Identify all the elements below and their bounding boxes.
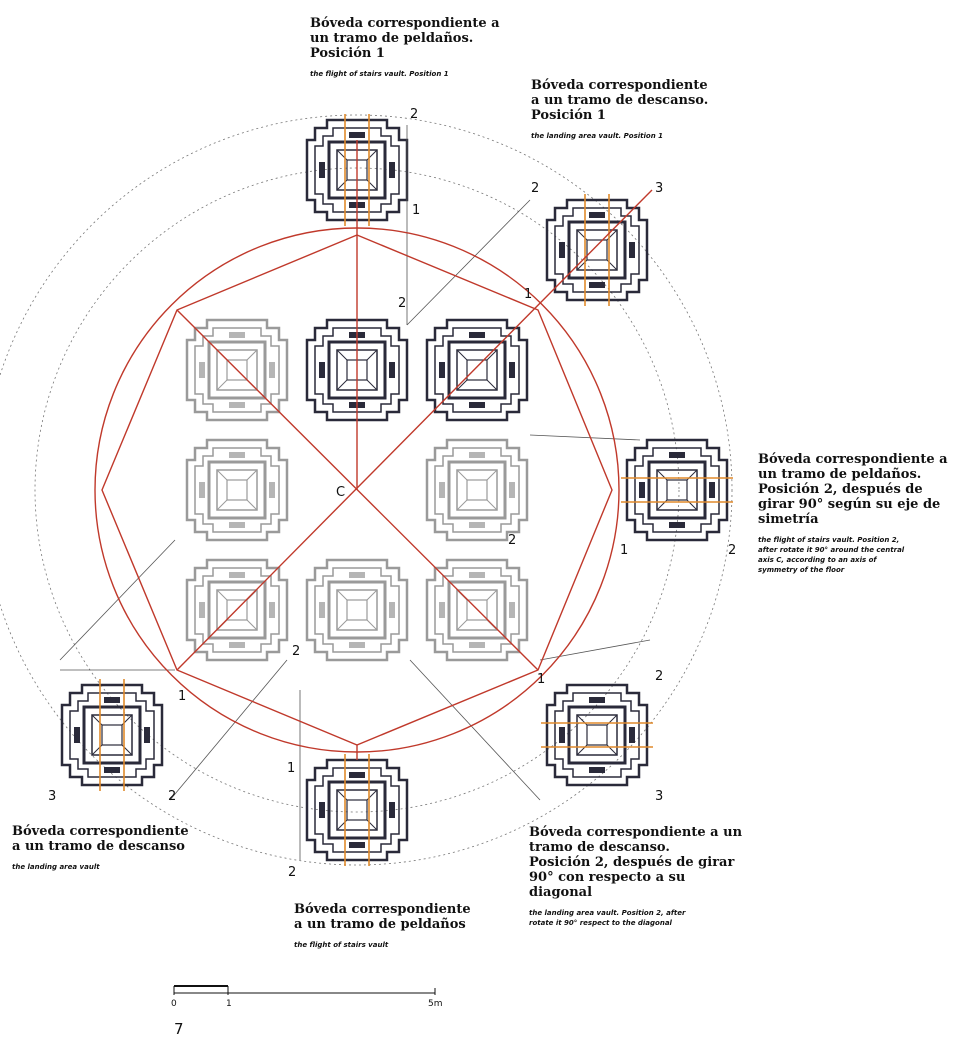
marker-three: 3	[48, 789, 56, 804]
label-bottom-right-line4: 90° con respecto a su	[529, 870, 686, 885]
label-top-right-line1: Bóveda correspondiente	[531, 78, 708, 93]
scale-bar	[173, 985, 436, 995]
label-top-line2: un tramo de peldaños.	[310, 31, 474, 46]
marker-two: 2	[292, 644, 300, 659]
label-bottom-right-en: the landing area vault. Position 2, afte…	[529, 908, 742, 928]
vault-bottom-right	[540, 683, 654, 787]
label-bottom-line2: a un tramo de peldaños	[294, 917, 466, 932]
label-top-line3: Posición 1	[310, 46, 385, 61]
label-left-en: the landing area vault	[12, 863, 100, 871]
marker-one: 1	[287, 761, 295, 776]
marker-two: 2	[410, 107, 418, 122]
label-bottom: Bóveda correspondiente a un tramo de pel…	[294, 902, 471, 950]
connector-lines	[59, 125, 651, 860]
construction-geometry	[94, 140, 653, 760]
marker-one: 1	[412, 203, 420, 218]
label-bottom-right-line3: Posición 2, después de girar	[529, 855, 735, 870]
label-right-en: the flight of stairs vault. Position 2, …	[758, 535, 958, 575]
marker-two: 2	[728, 543, 736, 558]
vault-right	[620, 438, 734, 542]
scale-zero: 0	[171, 999, 177, 1009]
label-bottom-right: Bóveda correspondiente a un tramo de des…	[529, 825, 742, 928]
label-right-line4: girar 90° según su eje de	[758, 497, 941, 512]
marker-two: 2	[398, 296, 406, 311]
marker-two: 2	[288, 865, 296, 880]
center-marker-c: C	[336, 485, 345, 500]
label-right-en-line3: axis C, according to an axis of	[758, 556, 877, 564]
label-right-line2: un tramo de peldaños.	[758, 467, 922, 482]
label-left: Bóveda correspondiente a un tramo de des…	[12, 824, 189, 872]
label-right-en-line1: the flight of stairs vault. Position 2,	[758, 536, 900, 544]
label-top: Bóveda correspondiente a un tramo de pel…	[310, 16, 500, 79]
marker-one: 1	[524, 287, 532, 302]
label-left-line1: Bóveda correspondiente	[12, 824, 189, 839]
label-right-line5: simetría	[758, 512, 819, 527]
marker-three: 3	[655, 181, 663, 196]
label-right-en-line2: after rotate it 90° around the central	[758, 546, 905, 554]
label-right-line1: Bóveda correspondiente a	[758, 452, 948, 467]
marker-two: 2	[508, 533, 516, 548]
marker-three: 3	[655, 789, 663, 804]
label-top-line1: Bóveda correspondiente a	[310, 16, 500, 31]
label-bottom-right-en-line1: the landing area vault. Position 2, afte…	[529, 909, 686, 917]
position-markers: 2 1 2 2 3 1 2 1 2 1 2 3 2 1 2 1 3 2 C	[48, 107, 736, 880]
label-bottom-right-line2: tramo de descanso.	[529, 840, 670, 855]
label-top-en: the flight of stairs vault. Position 1	[310, 70, 449, 78]
marker-two: 2	[655, 669, 663, 684]
label-top-right-line3: Posición 1	[531, 108, 606, 123]
label-left-line2: a un tramo de descanso	[12, 839, 185, 854]
label-bottom-right-en-line2: rotate it 90° respect to the diagonal	[529, 919, 672, 927]
label-bottom-right-line5: diagonal	[529, 885, 593, 900]
scale-one: 1	[226, 999, 232, 1009]
label-bottom-en: the flight of stairs vault	[294, 941, 389, 949]
label-right-en-line4: symmetry of the floor	[758, 566, 845, 574]
label-bottom-right-line1: Bóveda correspondiente a un	[529, 825, 743, 840]
label-top-right-en: the landing area vault. Position 1	[531, 132, 664, 140]
page-number: 7	[174, 1020, 184, 1038]
scale-end: 5m	[428, 999, 443, 1009]
label-bottom-line1: Bóveda correspondiente	[294, 902, 471, 917]
label-right-line3: Posición 2, después de	[758, 482, 923, 497]
marker-one: 1	[537, 672, 545, 687]
marker-two: 2	[168, 789, 176, 804]
marker-one: 1	[178, 689, 186, 704]
label-right: Bóveda correspondiente a un tramo de pel…	[758, 452, 958, 575]
label-top-right: Bóveda correspondiente a un tramo de des…	[531, 78, 708, 141]
marker-one: 1	[620, 543, 628, 558]
vault-bottom	[305, 753, 409, 867]
label-top-right-line2: a un tramo de descanso.	[531, 93, 709, 108]
marker-two: 2	[531, 181, 539, 196]
